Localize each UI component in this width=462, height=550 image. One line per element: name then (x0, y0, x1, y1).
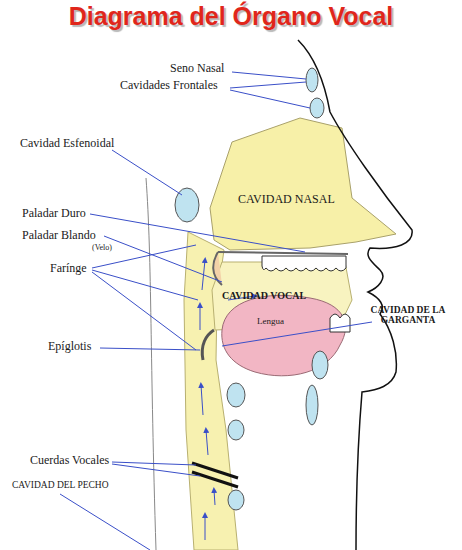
part-label: Lengua (257, 317, 284, 326)
thyroid-cartilage (306, 385, 318, 425)
part-label: Cavidades Frontales (120, 79, 218, 92)
leader-line (100, 348, 200, 350)
part-label: CAVIDAD DEL PECHO (12, 481, 109, 491)
leader-line (112, 150, 182, 195)
neck-outline (146, 178, 156, 550)
epiglottis (202, 330, 214, 360)
part-label: Farínge (50, 262, 87, 275)
leader-line (112, 464, 200, 476)
leader-line (104, 236, 222, 282)
upper-teeth (262, 256, 346, 271)
vocal-cord (192, 472, 238, 487)
hard-palate (218, 252, 348, 254)
leader-line (112, 462, 196, 465)
leader-line (230, 82, 306, 88)
hyoid-cartilage (312, 351, 328, 379)
part-label: Cuerdas Vocales (30, 454, 109, 467)
diagram-title: Diagrama del Órgano Vocal (0, 2, 462, 31)
part-label: Seno Nasal (170, 62, 224, 75)
cartilage (227, 383, 245, 407)
part-label: CAVIDAD NASAL (238, 193, 335, 206)
part-label: Paladar Duro (22, 207, 86, 220)
leader-line (92, 270, 198, 300)
cartilage (228, 490, 244, 510)
leader-line (60, 494, 150, 550)
leader-line (222, 322, 372, 346)
airflow-arrow (214, 490, 215, 505)
leader-line (232, 72, 306, 79)
frontal-sinus (306, 68, 318, 92)
part-label: CAVIDAD VOCAL (222, 291, 306, 302)
leader-line (92, 272, 196, 350)
nasal-cavity (210, 118, 396, 250)
part-label: CAVIDAD DE LA GARGANTA (368, 306, 448, 326)
leader-line (92, 245, 196, 268)
leader-line (230, 90, 310, 108)
head-outline (298, 40, 412, 550)
leader-line (90, 214, 305, 252)
cartilage (228, 420, 244, 440)
airflow-arrow (201, 385, 203, 415)
part-label: (Velo) (92, 244, 112, 252)
part-label: Cavidad Esfenoidal (20, 137, 114, 150)
airflow-arrow (206, 430, 208, 455)
frontal-sinus (310, 98, 324, 118)
part-label: Paladar Blando (22, 229, 96, 242)
lower-teeth (330, 314, 350, 332)
airflow-arrow (200, 305, 201, 330)
airflow-arrow (205, 515, 206, 540)
part-label: Epíglotis (48, 340, 91, 353)
